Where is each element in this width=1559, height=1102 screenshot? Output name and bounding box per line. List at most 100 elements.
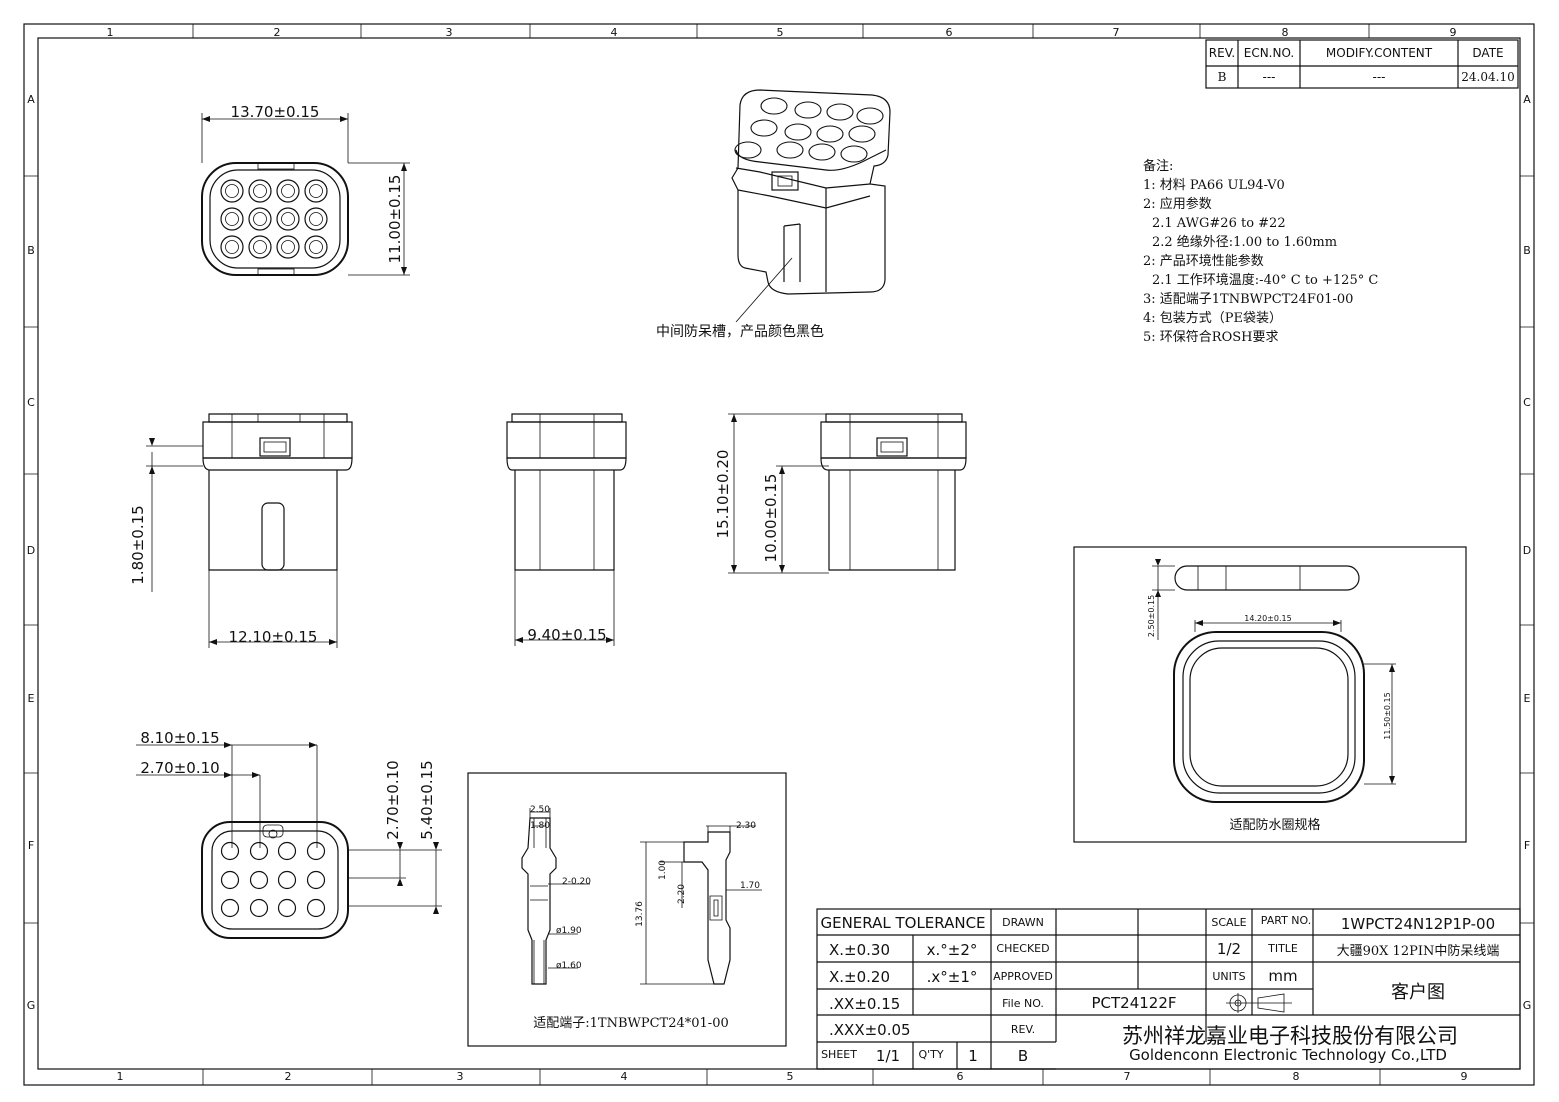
cavity-hole [220, 179, 244, 203]
cavity-hole [760, 97, 788, 115]
revision-table: REV. ECN.NO. MODIFY.CONTENT DATE B --- -… [1205, 39, 1519, 89]
dim-front-width: 12.10±0.15 [229, 628, 318, 646]
zone-top-2: 2 [274, 26, 281, 39]
term-d6: 2.30 [736, 821, 756, 831]
zone-right-e: E [1524, 692, 1531, 705]
cavity-hole [304, 235, 328, 259]
zone-left-d: D [27, 544, 35, 557]
cavity-hole [248, 179, 272, 203]
dim-front-step: 1.80±0.15 [129, 505, 147, 584]
dim-top-height: 11.00±0.15 [386, 175, 404, 264]
dim-face-h1: 2.70±0.10 [384, 760, 402, 839]
cavity-hole [808, 143, 836, 161]
zone-bottom-2: 2 [285, 1070, 292, 1083]
zone-top-7: 7 [1113, 26, 1120, 39]
zone-bottom-3: 3 [457, 1070, 464, 1083]
dim-top-width: 13.70±0.15 [231, 103, 320, 121]
cavity-hole [794, 101, 822, 119]
terminal-box: 2.50 1.80 2-0.20 ø1.90 ø1.60 2.30 1.00 2… [467, 772, 787, 1047]
cavity-hole [306, 898, 326, 918]
tb-title-label: TITLE [1267, 942, 1298, 955]
cavity-hole [277, 898, 297, 918]
rev-header-ecn: ECN.NO. [1244, 46, 1295, 60]
zone-left-c: C [27, 396, 35, 409]
top-view: 13.70±0.15 11.00±0.15 [201, 103, 410, 276]
tb-approved-label: APPROVED [993, 970, 1053, 983]
terminal-caption: 适配端子:1TNBWPCT24*01-00 [533, 1016, 729, 1031]
note-line-5: 2: 产品环境性能参数 [1143, 253, 1264, 269]
tb-file-no: PCT24122F [1091, 994, 1176, 1012]
cavity-hole [220, 898, 240, 918]
cavity-hole [734, 141, 762, 159]
cavity-hole-inner [253, 212, 267, 226]
cavity-hole [304, 207, 328, 231]
zone-bottom-7: 7 [1124, 1070, 1131, 1083]
zone-right-f: F [1524, 839, 1530, 852]
cavity-hole [220, 841, 240, 861]
tb-rev: B [1018, 1047, 1028, 1065]
cavity-hole-inner [281, 184, 295, 198]
iso-callout: 中间防呆槽，产品颜色黑色 [656, 323, 824, 340]
term-d8: 2.20 [677, 884, 687, 904]
cavity-hole [304, 179, 328, 203]
zone-top-6: 6 [946, 26, 953, 39]
tb-angle-row-1: x.°±2° [927, 941, 978, 959]
tb-units-label: UNITS [1212, 970, 1245, 983]
cavity-hole [826, 103, 854, 121]
zone-top-4: 4 [611, 26, 618, 39]
cavity-hole [276, 179, 300, 203]
note-line-3: 2.1 AWG#26 to #22 [1152, 216, 1286, 231]
cavity-hole-inner [225, 240, 239, 254]
zone-bottom-8: 8 [1293, 1070, 1300, 1083]
cavity-hole [249, 898, 269, 918]
dim-face-w1: 8.10±0.15 [140, 729, 219, 747]
cavity-hole [277, 841, 297, 861]
tb-qty-label: Q'TY [918, 1048, 943, 1061]
term-d10: 13.76 [635, 901, 645, 927]
note-line-6: 2.1 工作环境温度:-40° C to +125° C [1152, 272, 1378, 288]
cavity-hole [848, 125, 876, 143]
term-d1: 2.50 [530, 805, 550, 815]
tb-tol-row-3: .XX±0.15 [829, 995, 900, 1013]
zone-right-a: A [1523, 93, 1531, 106]
zone-right-d: D [1523, 544, 1531, 557]
tb-general-tolerance: GENERAL TOLERANCE [820, 914, 985, 932]
cavity-hole [840, 145, 868, 163]
dim-overall-height: 15.10±0.20 [714, 450, 732, 539]
tb-sheet-label: SHEET [821, 1048, 857, 1061]
dim-body-height: 10.00±0.15 [762, 474, 780, 563]
front-view-left: 1.80±0.15 12.10±0.15 [129, 413, 353, 648]
dim-face-h2: 5.40±0.15 [418, 760, 436, 839]
cavity-hole-inner [281, 240, 295, 254]
rev-header-rev: REV. [1209, 46, 1235, 60]
zone-bottom-5: 5 [787, 1070, 794, 1083]
rev-value-modify: --- [1373, 70, 1386, 84]
tb-angle-row-2: .x°±1° [927, 968, 978, 986]
cavity-hole [248, 235, 272, 259]
cavity-hole [249, 841, 269, 861]
tb-checked-label: CHECKED [996, 942, 1049, 955]
side-view: 9.40±0.15 [506, 413, 627, 646]
tb-scale: 1/2 [1217, 940, 1241, 958]
cavity-hole [220, 207, 244, 231]
note-line-2: 2: 应用参数 [1143, 196, 1212, 212]
note-line-1: 1: 材料 PA66 UL94-V0 [1143, 178, 1285, 193]
cavity-hole [276, 207, 300, 231]
seal-box: 2.50±0.15 14.20±0.15 11.50±0.15 适配防水圈规格 [1073, 546, 1467, 843]
note-line-8: 4: 包装方式（PE袋装） [1143, 310, 1282, 326]
cavity-hole-inner [225, 184, 239, 198]
zone-right-c: C [1523, 396, 1531, 409]
cavity-hole [816, 125, 844, 143]
cavity-hole-inner [281, 212, 295, 226]
zone-left-a: A [27, 93, 35, 106]
tb-rev-label: REV. [1011, 1023, 1035, 1036]
term-d2: 1.80 [530, 821, 550, 831]
zone-top-1: 1 [107, 26, 114, 39]
seal-width: 14.20±0.15 [1244, 614, 1291, 623]
notes-heading: 备注: [1143, 158, 1173, 174]
zone-left-e: E [28, 692, 35, 705]
tb-drawn-label: DRAWN [1002, 916, 1044, 929]
zone-top-3: 3 [446, 26, 453, 39]
tb-tol-row-2: X.±0.20 [829, 968, 890, 986]
